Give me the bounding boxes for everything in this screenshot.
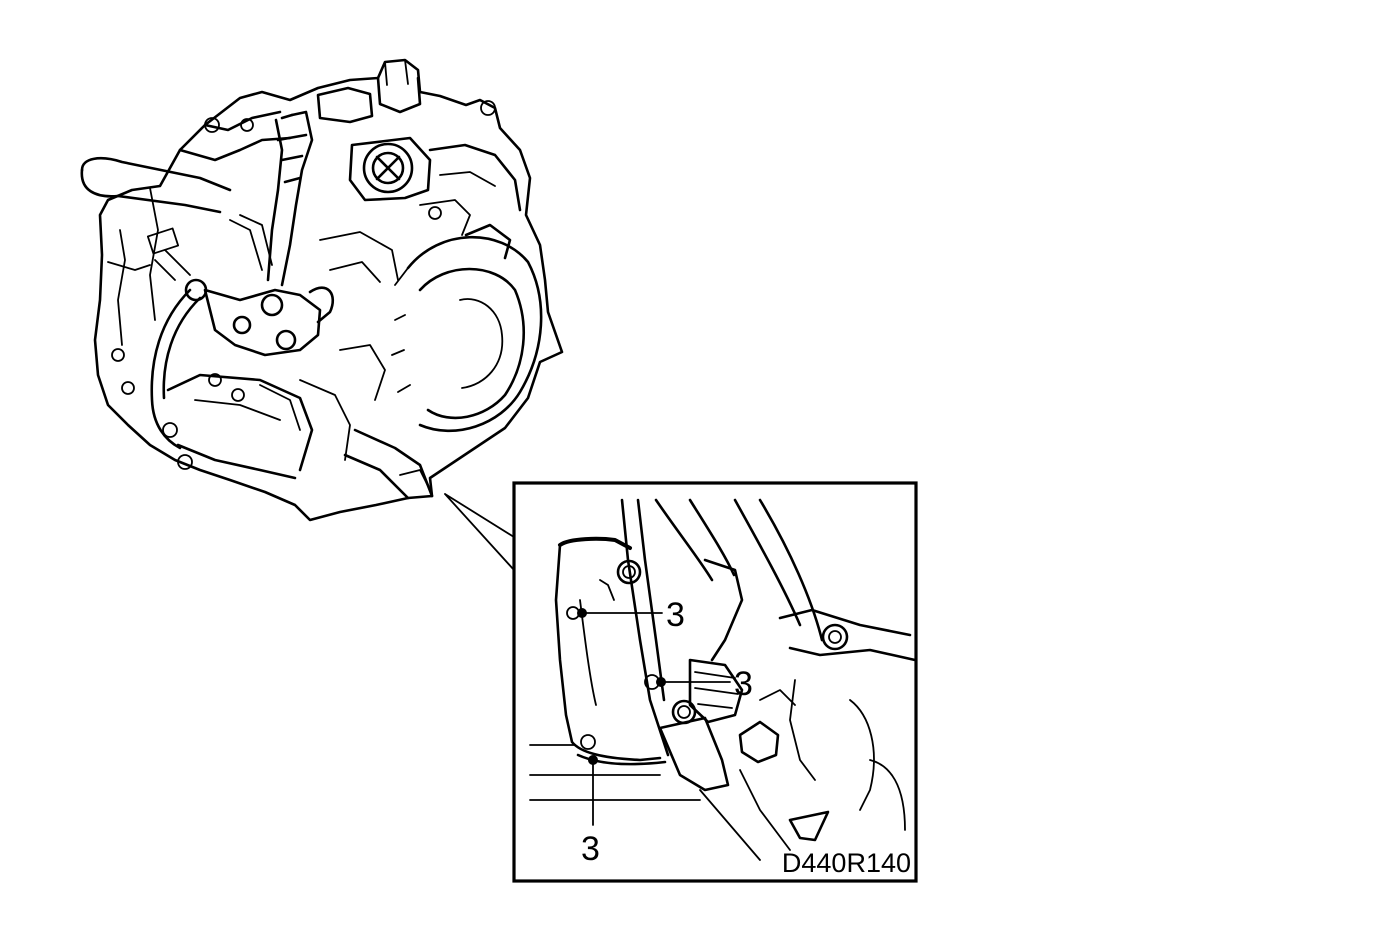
figure-code-label: D440R140 <box>782 848 911 878</box>
transaxle-assembly-drawing <box>80 58 564 522</box>
callout-label-middle: 3 <box>734 665 753 703</box>
detail-pointer <box>444 493 515 571</box>
detail-inset: 3 3 3 D440R140 <box>512 481 918 883</box>
callout-label-upper-left: 3 <box>666 596 685 634</box>
callout-label-lower: 3 <box>581 830 600 868</box>
detail-inset-drawing <box>529 498 917 861</box>
callout-leaders <box>577 608 731 826</box>
